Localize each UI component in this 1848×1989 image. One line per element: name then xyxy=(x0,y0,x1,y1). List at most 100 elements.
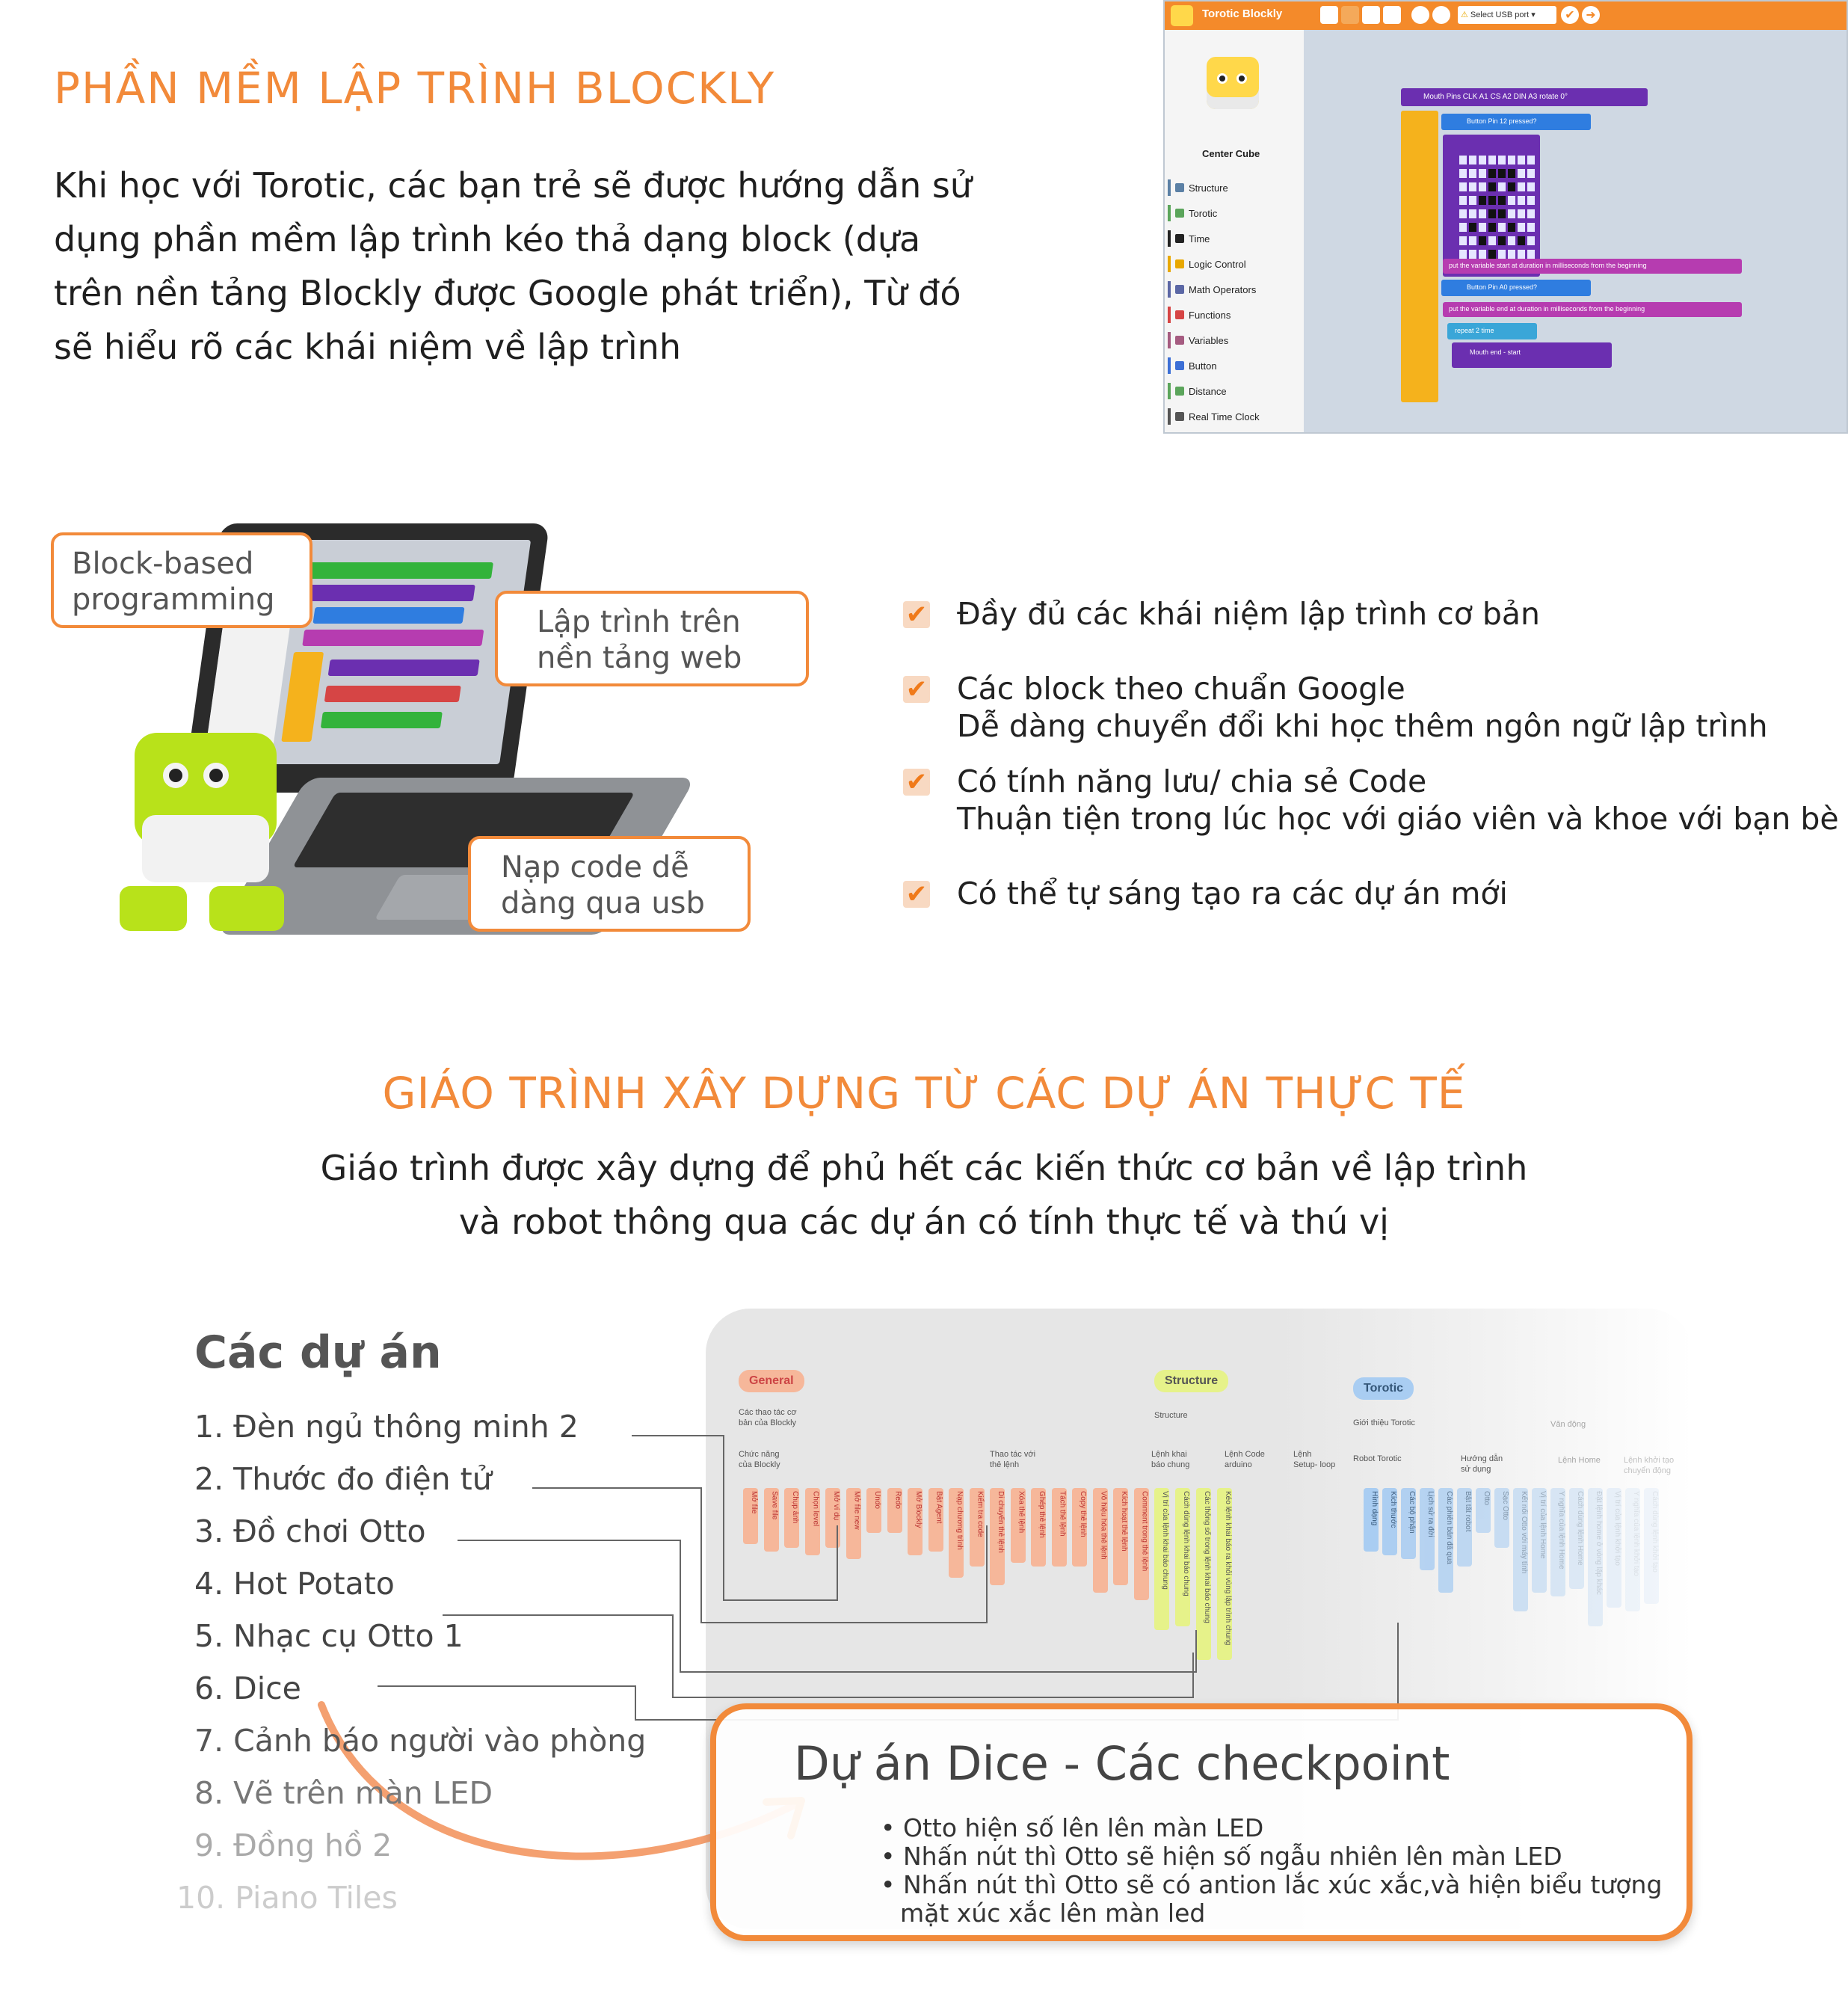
matrix-cell[interactable] xyxy=(1459,156,1467,165)
matrix-cell[interactable] xyxy=(1498,209,1506,218)
project-item[interactable]: 3. Đồ chơi Otto xyxy=(194,1513,426,1549)
matrix-cell[interactable] xyxy=(1479,156,1486,165)
matrix-cell[interactable] xyxy=(1508,196,1515,205)
toolbox-category[interactable]: Variables xyxy=(1168,332,1228,348)
block-put-end[interactable]: put the variable end at duration in mill… xyxy=(1443,302,1742,317)
matrix-cell[interactable] xyxy=(1498,196,1506,205)
matrix-cell[interactable] xyxy=(1518,209,1525,218)
matrix-cell[interactable] xyxy=(1508,223,1515,232)
matrix-cell[interactable] xyxy=(1488,223,1496,232)
matrix-cell[interactable] xyxy=(1459,250,1467,259)
matrix-cell[interactable] xyxy=(1508,156,1515,165)
toolbox-category[interactable]: Math Operators xyxy=(1168,281,1256,298)
block-mouth[interactable]: Mouth end - start xyxy=(1452,342,1612,368)
matrix-cell[interactable] xyxy=(1488,209,1496,218)
block-if-1[interactable] xyxy=(1401,111,1438,402)
project-item[interactable]: 4. Hot Potato xyxy=(194,1566,395,1602)
matrix-cell[interactable] xyxy=(1479,250,1486,259)
toolbox-category[interactable]: Distance xyxy=(1168,383,1227,399)
toolbox-category[interactable]: Real Time Clock xyxy=(1168,408,1260,425)
undo-button[interactable] xyxy=(1411,6,1429,24)
matrix-cell[interactable] xyxy=(1508,236,1515,245)
matrix-cell[interactable] xyxy=(1508,182,1515,191)
toolbox-category[interactable]: Structure xyxy=(1168,179,1228,196)
matrix-cell[interactable] xyxy=(1518,156,1525,165)
block-button-2[interactable]: Button Pin A0 pressed? xyxy=(1441,280,1591,296)
matrix-cell[interactable] xyxy=(1518,250,1525,259)
block-put-start[interactable]: put the variable start at duration in mi… xyxy=(1443,259,1742,274)
matrix-cell[interactable] xyxy=(1527,182,1535,191)
matrix-cell[interactable] xyxy=(1527,236,1535,245)
matrix-cell[interactable] xyxy=(1488,236,1496,245)
matrix-cell[interactable] xyxy=(1527,196,1535,205)
open-file-button[interactable] xyxy=(1341,6,1359,24)
matrix-cell[interactable] xyxy=(1518,236,1525,245)
matrix-cell[interactable] xyxy=(1469,196,1476,205)
matrix-cell[interactable] xyxy=(1479,196,1486,205)
matrix-cell[interactable] xyxy=(1469,209,1476,218)
matrix-cell[interactable] xyxy=(1469,236,1476,245)
matrix-cell[interactable] xyxy=(1498,223,1506,232)
matrix-cell[interactable] xyxy=(1479,236,1486,245)
matrix-cell[interactable] xyxy=(1479,209,1486,218)
toolbox-category[interactable]: Functions xyxy=(1168,307,1231,323)
matrix-cell[interactable] xyxy=(1508,169,1515,178)
matrix-cell[interactable] xyxy=(1488,182,1496,191)
project-item[interactable]: 9. Đồng hồ 2 xyxy=(194,1827,392,1863)
matrix-cell[interactable] xyxy=(1459,223,1467,232)
matrix-cell[interactable] xyxy=(1479,182,1486,191)
matrix-cell[interactable] xyxy=(1518,169,1525,178)
block-led-matrix[interactable] xyxy=(1443,135,1540,277)
workspace[interactable]: Mouth Pins CLK A1 CS A2 DIN A3 rotate 0°… xyxy=(1304,30,1847,432)
toolbox-category[interactable]: Logic Control xyxy=(1168,256,1246,272)
redo-button[interactable] xyxy=(1432,6,1450,24)
matrix-cell[interactable] xyxy=(1498,250,1506,259)
matrix-cell[interactable] xyxy=(1527,250,1535,259)
project-item[interactable]: 5. Nhạc cụ Otto 1 xyxy=(194,1618,463,1654)
block-repeat[interactable]: repeat 2 time xyxy=(1447,323,1537,339)
matrix-cell[interactable] xyxy=(1498,156,1506,165)
matrix-cell[interactable] xyxy=(1508,209,1515,218)
save-button[interactable] xyxy=(1362,6,1380,24)
matrix-cell[interactable] xyxy=(1459,169,1467,178)
matrix-cell[interactable] xyxy=(1527,209,1535,218)
toolbox-category[interactable]: Torotic xyxy=(1168,205,1217,221)
new-file-button[interactable] xyxy=(1320,6,1338,24)
matrix-cell[interactable] xyxy=(1518,182,1525,191)
matrix-cell[interactable] xyxy=(1498,169,1506,178)
project-item[interactable]: 7. Cảnh báo người vào phòng xyxy=(194,1723,647,1759)
matrix-cell[interactable] xyxy=(1459,196,1467,205)
matrix-cell[interactable] xyxy=(1518,196,1525,205)
matrix-cell[interactable] xyxy=(1527,223,1535,232)
matrix-cell[interactable] xyxy=(1498,182,1506,191)
camera-button[interactable] xyxy=(1383,6,1401,24)
matrix-cell[interactable] xyxy=(1479,223,1486,232)
toolbox-category[interactable]: Time xyxy=(1168,230,1210,247)
matrix-cell[interactable] xyxy=(1479,169,1486,178)
matrix-cell[interactable] xyxy=(1469,182,1476,191)
usb-port-select[interactable]: ⚠ Select USB port ▾ xyxy=(1458,6,1556,24)
verify-button[interactable]: ✔ xyxy=(1561,6,1579,24)
project-item[interactable]: 8. Vẽ trên màn LED xyxy=(194,1775,493,1811)
matrix-cell[interactable] xyxy=(1469,250,1476,259)
matrix-cell[interactable] xyxy=(1488,156,1496,165)
matrix-cell[interactable] xyxy=(1469,156,1476,165)
matrix-cell[interactable] xyxy=(1459,236,1467,245)
matrix-cell[interactable] xyxy=(1488,250,1496,259)
block-mouth-pins[interactable]: Mouth Pins CLK A1 CS A2 DIN A3 rotate 0° xyxy=(1401,88,1648,106)
upload-button[interactable]: ➜ xyxy=(1582,6,1600,24)
matrix-cell[interactable] xyxy=(1488,169,1496,178)
matrix-cell[interactable] xyxy=(1527,156,1535,165)
project-item[interactable]: 10. Piano Tiles xyxy=(176,1880,398,1916)
matrix-cell[interactable] xyxy=(1498,236,1506,245)
matrix-cell[interactable] xyxy=(1527,169,1535,178)
project-item[interactable]: 1. Đèn ngủ thông minh 2 xyxy=(194,1409,579,1445)
project-item[interactable]: 6. Dice xyxy=(194,1670,301,1706)
project-item[interactable]: 2. Thước đo điện tử xyxy=(194,1461,492,1497)
block-button-1[interactable]: Button Pin 12 pressed? xyxy=(1441,114,1591,130)
matrix-cell[interactable] xyxy=(1459,209,1467,218)
matrix-cell[interactable] xyxy=(1469,223,1476,232)
matrix-cell[interactable] xyxy=(1518,223,1525,232)
matrix-cell[interactable] xyxy=(1469,169,1476,178)
matrix-cell[interactable] xyxy=(1488,196,1496,205)
